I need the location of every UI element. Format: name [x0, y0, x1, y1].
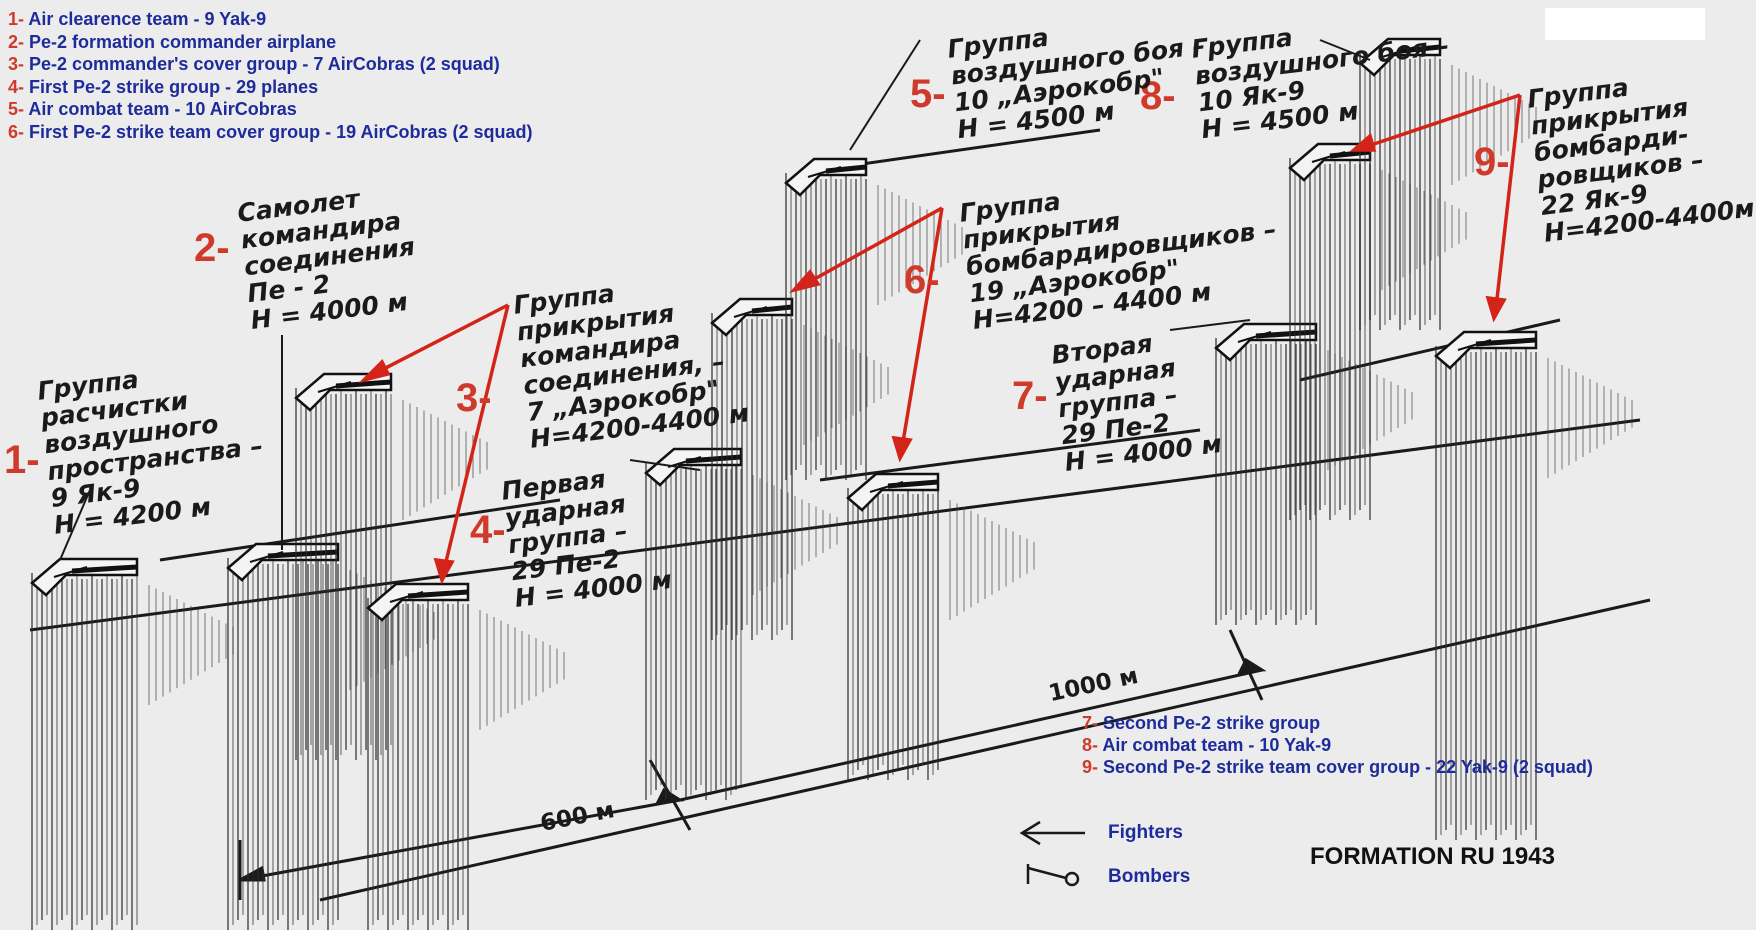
legend-item: 7- Second Pe-2 strike group [1082, 713, 1321, 733]
column-group-6b [846, 472, 1035, 780]
red-arrows [358, 93, 1522, 585]
label-group-4: Первая ударная группа – 29 Пе-2 Н = 4000… [499, 464, 674, 613]
legend-item: 2- Pe-2 formation commander airplane [8, 31, 337, 52]
bomber-icon [1027, 866, 1067, 880]
marker-6: 6- [904, 258, 940, 302]
key-fighters-label: Fighters [1108, 822, 1183, 843]
marker-1: 1- [4, 438, 40, 482]
column-group-6a [710, 297, 889, 640]
diagram-title: FORMATION RU 1943 [1310, 843, 1555, 870]
legend-item: 9- Second Pe-2 strike team cover group -… [1082, 757, 1593, 777]
formation-columns [30, 37, 1633, 930]
key-bombers-label: Bombers [1108, 866, 1191, 887]
blank-box [1545, 8, 1705, 40]
marker-2: 2- [194, 226, 230, 270]
column-group-9b [1434, 330, 1633, 840]
legend-item: 6- First Pe-2 strike team cover group - … [8, 121, 533, 142]
legend-top: 1- Air clearence team - 9 Yak-9 2- Pe-2 … [8, 8, 533, 143]
legend-item: 1- Air clearence team - 9 Yak-9 [8, 9, 267, 29]
column-group-5 [784, 157, 963, 480]
leader-lines [59, 39, 1371, 561]
label-group-2: Самолет командира соединения Пе - 2 Н = … [235, 184, 417, 335]
column-group-9a [1288, 142, 1467, 520]
label-group-7: Вторая ударная группа – 29 Пе-2 Н = 4000… [1049, 328, 1224, 477]
legend-item: 8- Air combat team - 10 Yak-9 [1082, 735, 1332, 755]
legend-item: 4- First Pe-2 strike group - 29 planes [8, 76, 319, 97]
column-group-3 [294, 372, 488, 760]
column-group-4b [644, 447, 838, 800]
marker-8: 8- [1140, 74, 1176, 118]
label-group-3: Группа прикрытия командира соединения, –… [511, 278, 751, 454]
marker-4: 4- [470, 508, 506, 552]
column-group-8 [1358, 37, 1537, 330]
column-group-4a [366, 582, 565, 930]
legend-item: 5- Air combat team - 10 AirCobras [8, 99, 297, 119]
marker-5: 5- [910, 72, 946, 116]
marker-9: 9- [1474, 140, 1510, 184]
column-group-1 [30, 557, 234, 930]
label-group-9: Группа прикрытия бомбарди- ровщиков – 22… [1525, 72, 1756, 248]
marker-7: 7- [1012, 374, 1048, 418]
column-group-7 [1214, 322, 1413, 625]
marker-3: 3- [456, 376, 492, 420]
key-icons [1019, 820, 1085, 887]
legend-bottom: 7- Second Pe-2 strike group 8- Air comba… [1082, 712, 1593, 778]
label-group-1: Группа расчистки воздушного пространства… [35, 364, 265, 540]
formation-diagram [29, 37, 1651, 930]
legend-item: 3- Pe-2 commander's cover group - 7 AirC… [8, 54, 500, 74]
